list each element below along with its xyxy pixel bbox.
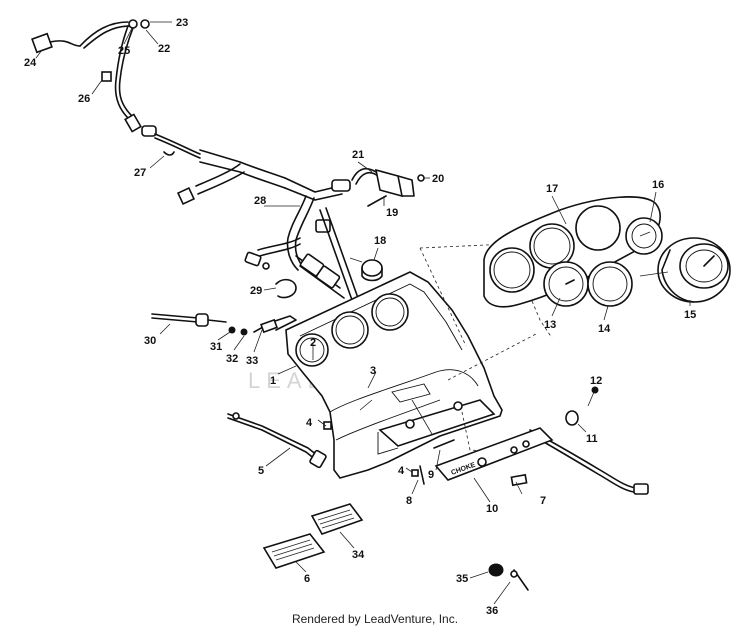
callout-34: 34 xyxy=(352,549,365,561)
callout-31: 31 xyxy=(210,341,222,353)
callout-4a: 4 xyxy=(306,417,313,429)
callout-9: 9 xyxy=(428,469,434,481)
gauge-16 xyxy=(625,217,663,255)
callout-17: 17 xyxy=(546,183,558,195)
callout-1: 1 xyxy=(270,375,276,387)
decals-6-34 xyxy=(262,503,364,569)
part-29-clip xyxy=(275,278,297,299)
part-18-sensor xyxy=(349,257,383,282)
callout-27: 27 xyxy=(134,167,146,179)
callout-7: 7 xyxy=(540,495,546,507)
render-credit: Rendered by LeadVenture, Inc. xyxy=(291,612,459,626)
callout-12: 12 xyxy=(590,375,602,387)
callout-35: 35 xyxy=(456,573,468,585)
callout-33: 33 xyxy=(246,355,258,367)
callout-15: 15 xyxy=(684,309,696,321)
gauge-15 xyxy=(639,237,731,303)
callout-11: 11 xyxy=(586,433,598,445)
callout-labels: 23 22 25 24 26 27 28 21 20 19 18 29 30 3… xyxy=(24,17,696,617)
callout-22: 22 xyxy=(158,43,170,55)
callout-3: 3 xyxy=(370,365,376,377)
callout-19: 19 xyxy=(386,207,398,219)
callout-4b: 4 xyxy=(398,465,405,477)
callout-24: 24 xyxy=(24,57,37,69)
callout-36: 36 xyxy=(486,605,498,617)
callout-32: 32 xyxy=(226,353,238,365)
callout-21: 21 xyxy=(352,149,364,161)
gauge-13 xyxy=(543,261,589,307)
callout-10: 10 xyxy=(486,503,498,515)
relay-assembly xyxy=(351,167,430,207)
dashed-leaders xyxy=(419,243,553,453)
wiring-harness xyxy=(31,19,359,301)
callout-23: 23 xyxy=(176,17,188,29)
callout-5: 5 xyxy=(258,465,264,477)
decal-plate-10: CHOKE xyxy=(434,427,554,487)
callout-6: 6 xyxy=(304,573,310,585)
callout-25: 25 xyxy=(118,45,130,57)
choke-cable-top xyxy=(151,313,297,336)
callout-20: 20 xyxy=(432,173,444,185)
callout-2: 2 xyxy=(310,337,316,349)
gauge-plate xyxy=(483,196,661,308)
callout-30: 30 xyxy=(144,335,156,347)
callout-14: 14 xyxy=(598,323,611,335)
instrument-panel xyxy=(285,271,503,479)
knob-35-36 xyxy=(488,563,529,591)
callout-26: 26 xyxy=(78,93,90,105)
callout-18: 18 xyxy=(374,235,386,247)
switch-11-12 xyxy=(529,386,649,495)
callout-13: 13 xyxy=(544,319,556,331)
leader-lines xyxy=(35,21,691,605)
choke-cable-5 xyxy=(227,412,327,469)
callout-29: 29 xyxy=(250,285,262,297)
gauge-14-ring xyxy=(587,261,633,307)
small-parts xyxy=(312,343,455,485)
callout-16: 16 xyxy=(652,179,664,191)
callout-8: 8 xyxy=(406,495,412,507)
callout-28: 28 xyxy=(254,195,266,207)
